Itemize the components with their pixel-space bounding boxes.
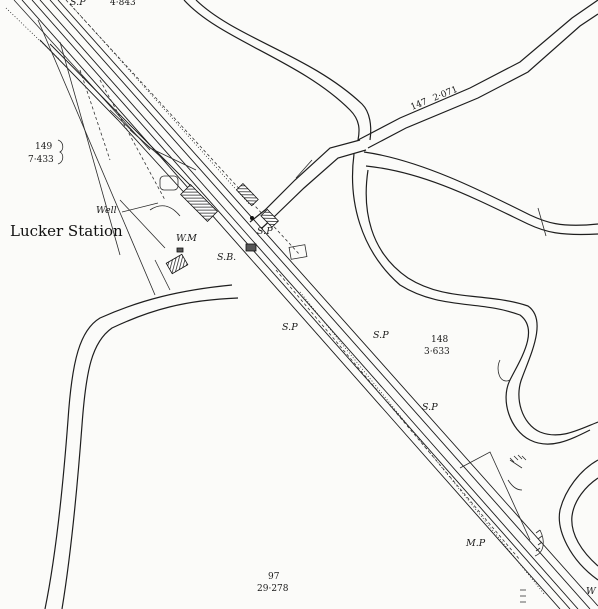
station-sidings <box>39 39 211 211</box>
signal-post-label-left: S.P <box>282 322 298 333</box>
parcel-148-number: 148 <box>431 335 448 345</box>
mile-post-label: M.P <box>465 538 486 549</box>
parcel-149-number: 149 <box>35 142 52 152</box>
station-yard-boundary <box>37 19 171 296</box>
road-junction-east <box>363 151 598 237</box>
parcel-97-area: 29·278 <box>257 584 289 594</box>
station-name-label: Lucker Station <box>10 222 123 240</box>
signal-post-label-lower: S.P <box>422 402 438 413</box>
corner-label-w: W <box>586 586 597 597</box>
weighing-machine-label: W.M <box>176 233 197 244</box>
road-east <box>357 0 598 149</box>
bank-hachures <box>509 454 543 603</box>
stream-lower <box>509 459 598 581</box>
signal-post-label-top: S.P <box>70 0 86 8</box>
road-southwest <box>44 284 239 609</box>
parcel-147-number: 147 <box>409 97 429 113</box>
station-buildings <box>149 175 308 275</box>
road-north <box>183 0 372 141</box>
parcel-top-area: 4·843 <box>110 0 136 8</box>
stream <box>351 153 598 445</box>
railway-line <box>5 0 598 609</box>
parcel-147-area: 2·071 <box>432 85 460 104</box>
signal-box-label: S.B. <box>217 252 236 263</box>
parcel-148-area: 3·633 <box>424 347 450 357</box>
well-label: Well <box>96 205 117 216</box>
signal-post-label-bridge: S.P <box>257 226 273 237</box>
signal-post-label-right: S.P <box>373 330 389 341</box>
field-boundary-lower <box>459 451 531 541</box>
parcel-149-area: 7·433 <box>28 155 54 165</box>
parcel-97-number: 97 <box>268 572 280 582</box>
